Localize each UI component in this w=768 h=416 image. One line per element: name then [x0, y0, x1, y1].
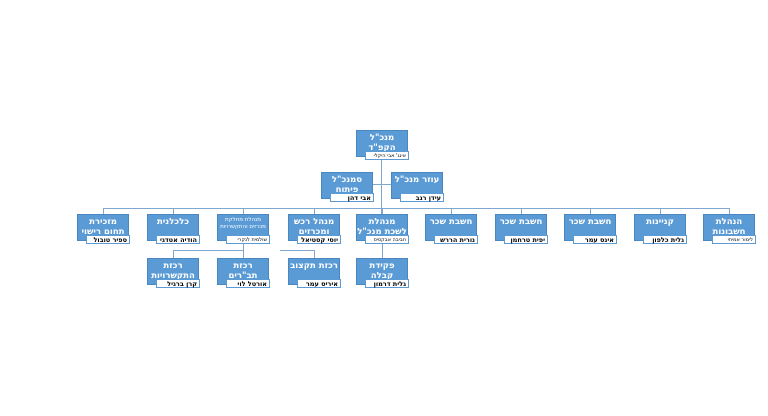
- connector-line: [451, 208, 452, 214]
- org-node-name-procurement-manager: יוסי קסטיאל: [297, 235, 341, 244]
- org-node-name-ceo: אינג' אבי היקלי: [365, 151, 409, 160]
- org-node-name-payroll-3: אינס עמר: [573, 235, 617, 244]
- org-node-name-budget-coord: איריס עמר: [297, 279, 341, 288]
- connector-line: [590, 208, 591, 214]
- connector-line: [729, 208, 730, 214]
- org-node-name-payroll-1: נורית הררש: [434, 235, 478, 244]
- org-node-name-secretary: ספיר טובול: [86, 235, 130, 244]
- org-node-name-purchasing: גלית כלפון: [643, 235, 687, 244]
- connector-line: [382, 241, 383, 258]
- org-node-name-payroll-2: יפית טרחמן: [504, 235, 548, 244]
- connector-line: [280, 250, 314, 251]
- org-node-name-office-manager: חביבה אבקסיס: [365, 235, 409, 244]
- connector-line: [373, 184, 391, 185]
- connector-line: [382, 208, 383, 214]
- org-node-name-deputy-dev: אבי דהן: [330, 193, 374, 202]
- connector-line: [173, 208, 174, 214]
- connector-line: [243, 250, 244, 258]
- connector-line: [243, 241, 244, 250]
- org-node-name-accounting: לימור אמיתי: [712, 235, 756, 244]
- connector-line: [314, 208, 315, 214]
- org-node-name-deputy: עידן רגב: [400, 193, 444, 202]
- org-node-name-procurement-dept: שולמית לנקרי: [226, 235, 270, 244]
- connector-line: [173, 250, 174, 258]
- connector-line: [243, 208, 244, 214]
- connector-line: [103, 208, 104, 214]
- org-node-name-tabarim-coord: אורטל לוי: [226, 279, 270, 288]
- org-node-name-reception-clerk: גלית דרמון: [365, 279, 409, 288]
- connector-line: [314, 250, 315, 258]
- connector-line: [660, 208, 661, 214]
- org-node-name-contracts-coord: קרן ברגיל: [156, 279, 200, 288]
- connector-line: [381, 156, 382, 214]
- connector-line: [103, 208, 730, 209]
- connector-line: [173, 250, 243, 251]
- connector-line: [521, 208, 522, 214]
- org-node-name-economist: הודיה אטדגי: [156, 235, 200, 244]
